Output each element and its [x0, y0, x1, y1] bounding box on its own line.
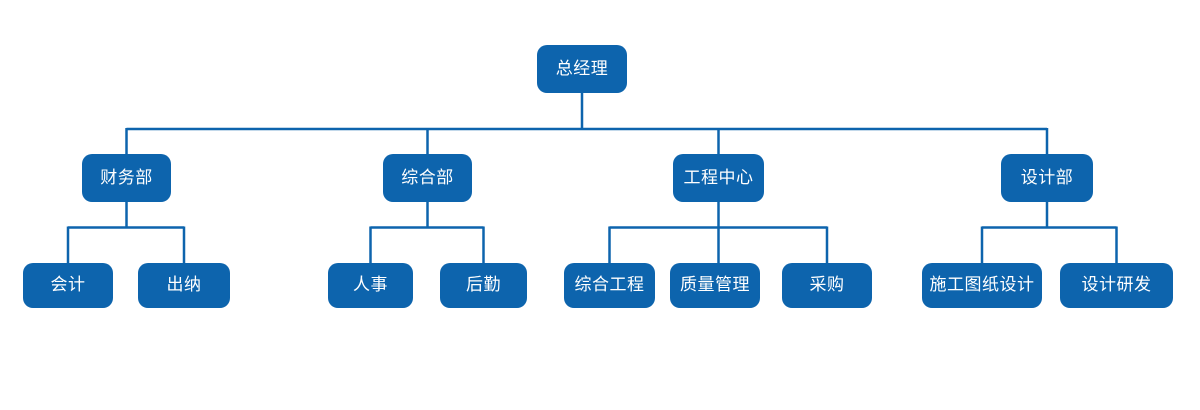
node-design-rnd: 设计研发 — [1060, 263, 1173, 308]
node-quality-management: 质量管理 — [670, 263, 760, 308]
node-accounting: 会计 — [23, 263, 113, 308]
node-logistics: 后勤 — [440, 263, 527, 308]
node-general-manager: 总经理 — [537, 45, 627, 93]
node-procurement: 采购 — [782, 263, 872, 308]
node-general-affairs-dept: 综合部 — [383, 154, 472, 202]
node-construction-drawing-design: 施工图纸设计 — [922, 263, 1042, 308]
node-design-dept: 设计部 — [1001, 154, 1093, 202]
node-general-engineering: 综合工程 — [564, 263, 655, 308]
node-cashier: 出纳 — [138, 263, 230, 308]
node-finance-dept: 财务部 — [82, 154, 171, 202]
node-hr: 人事 — [328, 263, 413, 308]
node-engineering-center: 工程中心 — [673, 154, 764, 202]
